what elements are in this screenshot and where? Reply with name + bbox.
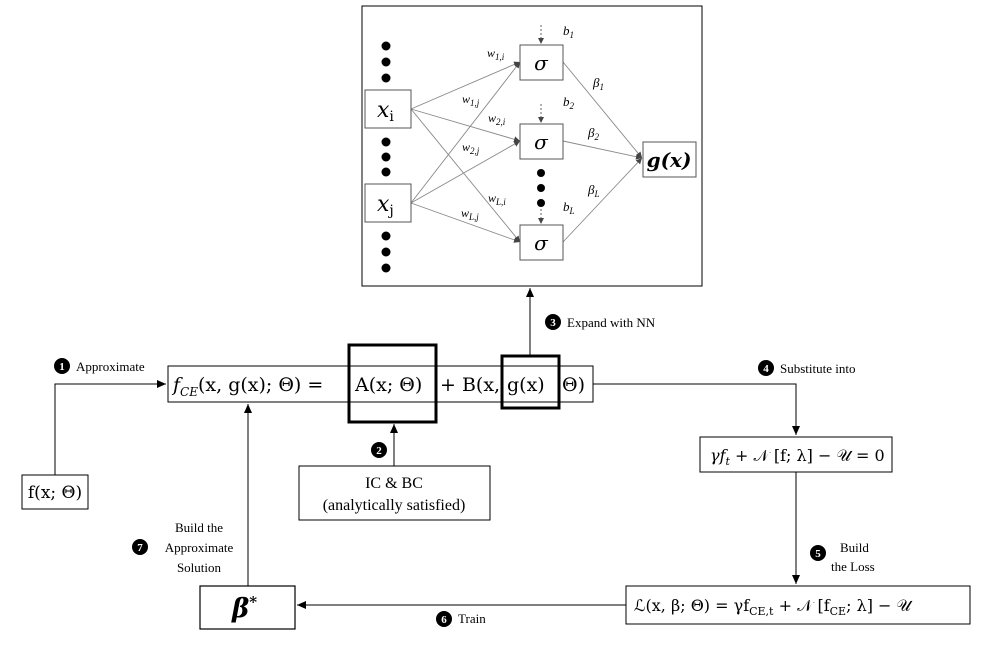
beta-label-2: β2 [587,125,599,142]
svg-text:1: 1 [59,361,65,373]
svg-text:2: 2 [376,445,382,457]
hidden-node-2 [519,123,564,160]
svg-text:5: 5 [815,548,821,560]
beta-label-L: βL [587,182,600,199]
weight-label-w1i: w1,i [487,46,505,62]
bias-label-b1: b1 [563,23,574,40]
loss-equation: ℒ(x, β; Θ) = γfCE,t + 𝒩 [fCE; λ] − 𝒰 [634,596,914,618]
pde-box [699,436,893,473]
step-6-label: Train [458,611,486,626]
f-input-box [21,474,89,510]
ic-bc-line2: (analytically satisfied) [323,497,466,514]
step-7-label-line3: Solution [177,560,222,575]
bias-label-bL: bL [563,199,575,216]
step-7-label-line2: Approximate [165,540,234,555]
input-node-xj [364,183,412,223]
a-term: A(x; Θ) [354,374,422,396]
main-equation-box [167,365,594,403]
step-5: 5 Build the Loss [810,540,875,574]
hidden-node-2-label: σ [534,130,549,154]
ellipsis-dots [381,41,545,273]
step-1: 1 Approximate [54,358,145,374]
step-5-label-line1: Build [840,540,869,555]
step-5-badge [810,545,826,561]
f-input-label: f(x; Θ) [28,483,82,503]
output-label: g(x) [647,148,692,172]
pde-equation: γft + 𝒩 [f; λ] − 𝒰 = 0 [710,446,885,468]
step-6: 6 Train [436,611,486,627]
step-2-badge [371,442,387,458]
step-5-label-line2: the Loss [831,559,875,574]
step-3: 3 Expand with NN [545,314,656,330]
step-7-label-line1: Build the [175,520,223,535]
main-equation-text: fCE(x, g(x); Θ) = A(x; Θ) + B(x, g(x) Θ) [171,374,585,399]
svg-text:3: 3 [550,317,556,329]
step-6-badge [436,611,452,627]
weight-label-wLi: wL,i [488,191,506,207]
step-4-badge [758,360,774,376]
beta-star-label: β* [231,593,257,624]
svg-text:6: 6 [441,614,447,626]
svg-text:7: 7 [137,542,143,554]
nn-connections [410,61,643,243]
hidden-node-1 [519,44,564,81]
ic-bc-line1: IC & BC [365,475,423,492]
input-xi-label: xi [377,98,394,125]
step-3-label: Expand with NN [567,315,656,330]
step-1-label: Approximate [76,359,145,374]
svg-text:4: 4 [763,363,769,375]
a-term-highlight [347,343,438,424]
weight-label-wLj: wL,j [461,206,479,222]
hidden-node-L-label: σ [534,231,549,255]
step-1-badge [54,358,70,374]
input-node-xi [364,89,412,129]
hidden-node-L [519,224,564,261]
bias-label-b2: b2 [563,94,575,111]
step-4-label: Substitute into [780,361,855,376]
weight-label-w2j: w2,j [462,140,480,156]
input-xj-label: xj [377,192,394,219]
hidden-node-1-label: σ [534,51,549,75]
output-node [642,141,697,178]
beta-label-1: β1 [592,75,604,92]
step-3-badge [545,314,561,330]
flow-arrows [54,288,800,609]
step-2: 2 [371,442,387,458]
weight-label-w2i: w2,i [488,111,506,127]
weight-label-w1j: w1,j [462,92,480,108]
step-7: 7 Build the Approximate Solution [132,520,234,575]
step-4: 4 Substitute into [758,360,855,376]
g-term: g(x) [507,374,545,396]
step-7-badge [132,539,148,555]
